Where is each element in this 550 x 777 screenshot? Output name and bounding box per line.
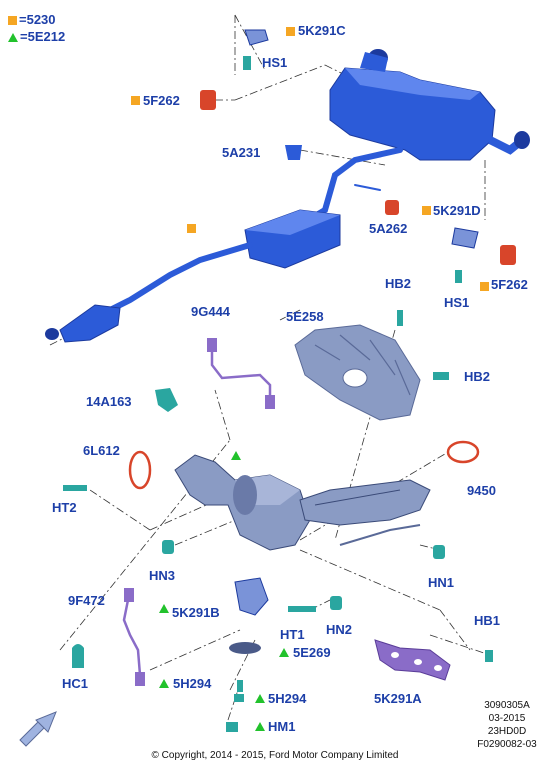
copyright-notice: © Copyright, 2014 - 2015, Ford Motor Com… [151,750,399,761]
part-label-hs1-right[interactable]: HS1 [444,295,470,310]
fastener-hb1 [485,650,493,662]
parts-5h294-hm1 [226,680,244,732]
hb2-bolts [397,310,449,380]
rubber-hangers [200,90,516,265]
oxygen-sensor-upper [207,338,275,409]
part-label-5e269[interactable]: 5E269 [293,645,331,660]
legend-square-code: 5230 [26,12,56,27]
part-label-14a163[interactable]: 14A163 [86,394,132,409]
gasket-5e269 [229,642,261,654]
catalytic-converter [174,454,431,551]
part-label-hm1[interactable]: HM1 [268,719,296,734]
part-label-5h294-right[interactable]: 5H294 [268,691,307,706]
part-label-5k291b[interactable]: 5K291B [172,605,220,620]
fastener-ht2 [63,485,87,491]
part-label-5a231[interactable]: 5A231 [222,145,261,160]
heat-shield [294,324,421,421]
nuts-hn3-hn1 [162,540,445,559]
legend-triangle-entry: =5E212 [8,30,65,44]
part-label-hs1-top[interactable]: HS1 [262,55,288,70]
drawing-date: 03-2015 [488,713,526,724]
gasket-6l612 [128,450,152,490]
legend-triangle-code: 5E212 [27,29,66,44]
part-label-5a262[interactable]: 5A262 [369,221,408,236]
part-label-9f472[interactable]: 9F472 [68,593,105,608]
green-triangle-icon [8,33,18,43]
part-label-5k291c[interactable]: 5K291C [298,23,346,38]
orange-square-icon [8,16,17,26]
bracket-14a163 [155,388,178,412]
part-label-hn3[interactable]: HN3 [149,568,176,583]
part-label-ht1[interactable]: HT1 [280,627,305,642]
bracket-5k291b [234,577,269,616]
clip-hc1 [72,644,84,668]
part-label-9450[interactable]: 9450 [467,483,496,498]
part-label-5f262-top[interactable]: 5F262 [143,93,180,108]
rear-muffler [329,49,530,161]
part-label-hn2[interactable]: HN2 [326,622,353,637]
fastener-ht1-hn2 [288,596,342,612]
part-label-hb2-right[interactable]: HB2 [464,369,491,384]
bracket-5k291a [374,639,451,681]
part-label-hc1[interactable]: HC1 [62,676,89,691]
legend-equals: = [19,12,27,27]
brackets [244,29,479,249]
part-label-6l612[interactable]: 6L612 [83,443,120,458]
drawing-code: 23HD0D [487,726,527,737]
front-converter [45,304,121,343]
part-label-hn1[interactable]: HN1 [428,575,455,590]
gasket-9450 [446,440,480,464]
part-label-5e258[interactable]: 5E258 [286,309,324,324]
part-label-ht2[interactable]: HT2 [52,500,77,515]
drawing-number: 3090305A [484,700,530,711]
part-label-hb1[interactable]: HB1 [474,613,501,628]
part-label-hb2-top[interactable]: HB2 [385,276,412,291]
part-label-5h294-left[interactable]: 5H294 [173,676,212,691]
center-resonator [244,209,341,269]
legend-square-entry: =5230 [8,13,56,27]
legend-markers [131,27,489,731]
part-label-5k291a[interactable]: 5K291A [374,691,422,706]
part-label-5k291d[interactable]: 5K291D [433,203,481,218]
oxygen-sensor-lower [122,588,145,686]
front-pipe [97,242,253,318]
part-label-9g444[interactable]: 9G444 [191,304,231,319]
part-label-5f262-right[interactable]: 5F262 [491,277,528,292]
fasteners-hs1 [243,56,462,283]
direction-arrow [19,711,57,747]
legend-equals: = [20,29,28,44]
drawing-reference: F0290082-03 [477,739,537,750]
drawing-info: 3090305A 03-2015 23HD0D F0290082-03 [470,699,544,751]
